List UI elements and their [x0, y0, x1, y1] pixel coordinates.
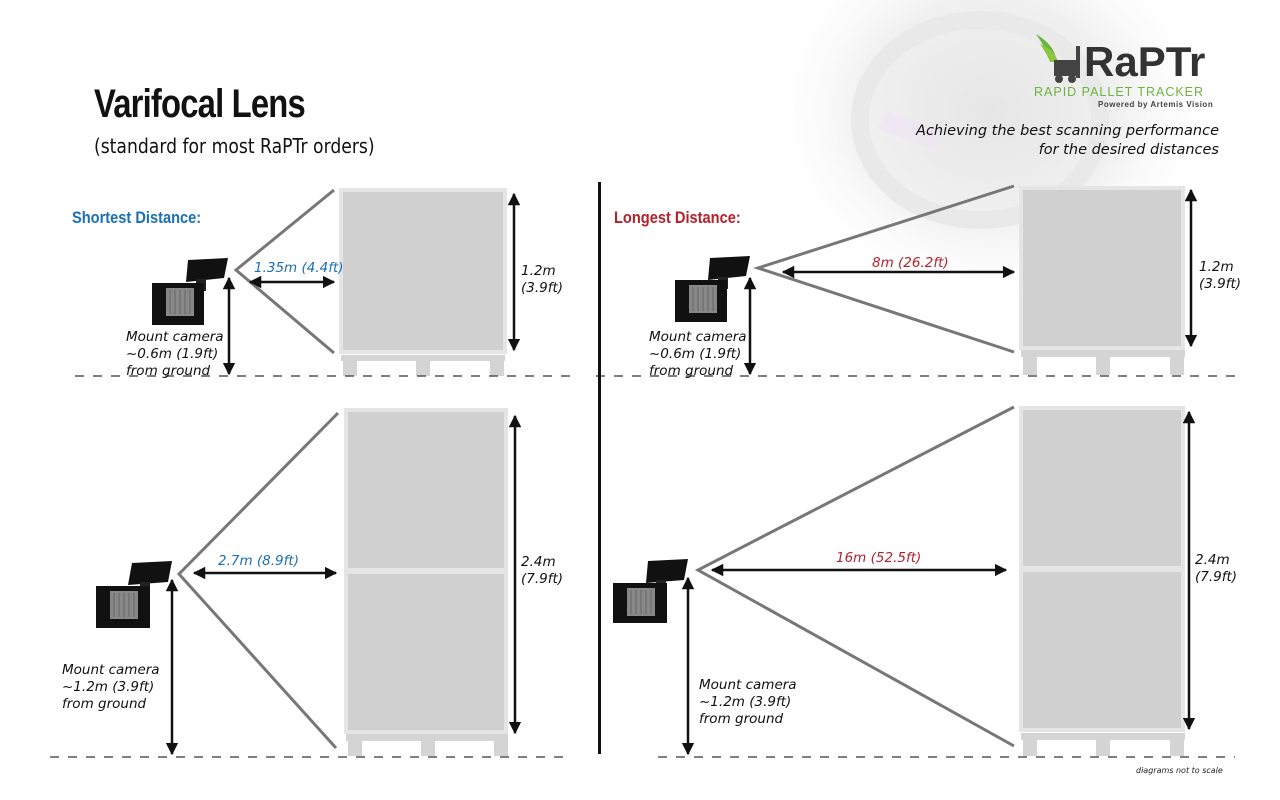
mount-line: ~1.2m (3.9ft) [699, 694, 792, 710]
pallet-box [1019, 186, 1185, 375]
shortest-distance-heading: Shortest Distance: [72, 208, 202, 227]
field-of-view-lines [694, 405, 1015, 748]
height-value-ft: (7.9ft) [1195, 569, 1238, 585]
mount-line: ~1.2m (3.9ft) [62, 679, 155, 695]
height-value: 1.2m [521, 263, 556, 279]
height-value-ft: (7.9ft) [521, 571, 564, 587]
mount-line: from ground [699, 711, 784, 727]
mount-line: ~0.6m (1.9ft) [649, 346, 742, 362]
distance-label: 8m (26.2ft) [872, 255, 949, 271]
distance-label: 16m (52.5ft) [836, 550, 922, 566]
height-value-ft: (3.9ft) [1199, 276, 1242, 292]
page-subtitle: (standard for most RaPTr orders) [94, 134, 375, 158]
height-label: 1.2m (3.9ft) [1199, 259, 1241, 293]
mount-label: Mount camera ~1.2m (3.9ft) from ground [62, 662, 160, 713]
lens-background-ring [851, 11, 1109, 229]
camera-icon [675, 256, 750, 322]
panel-short-top [75, 188, 570, 377]
logo-subtitle: RAPID PALLET TRACKER [1034, 85, 1205, 99]
height-value: 1.2m [1199, 259, 1234, 275]
mount-line: ~0.6m (1.9ft) [126, 346, 219, 362]
height-value: 2.4m [1195, 552, 1230, 568]
pallet-box [344, 408, 508, 756]
panel-long-bottom [613, 405, 1235, 758]
mount-line: Mount camera [699, 677, 797, 693]
mount-line: Mount camera [649, 329, 747, 345]
height-label: 2.4m (7.9ft) [1195, 552, 1237, 586]
camera-icon [613, 559, 688, 623]
pallet-box [339, 188, 507, 376]
distance-label: 1.35m (4.4ft) [254, 260, 344, 276]
panel-long-top [596, 184, 1235, 377]
height-label: 1.2m (3.9ft) [521, 263, 563, 297]
field-of-view-lines [753, 184, 1015, 354]
mount-line: Mount camera [62, 662, 160, 678]
page-title: Varifocal Lens [94, 82, 306, 126]
mount-line: from ground [649, 363, 734, 379]
distance-label: 2.7m (8.9ft) [218, 553, 299, 569]
mount-label: Mount camera ~0.6m (1.9ft) from ground [126, 329, 224, 380]
logo-name: RaPTr [1084, 38, 1206, 85]
forklift-logo-icon [1036, 34, 1080, 83]
logo-powered-by: Powered by Artemis Vision [1098, 100, 1214, 109]
height-value: 2.4m [521, 554, 556, 570]
mount-line: from ground [62, 696, 147, 712]
field-of-view-lines [176, 411, 340, 750]
mount-label: Mount camera ~1.2m (3.9ft) from ground [699, 677, 797, 728]
pallet-box [1019, 406, 1185, 756]
camera-icon [96, 561, 172, 628]
height-value-ft: (3.9ft) [521, 280, 564, 296]
mount-label: Mount camera ~0.6m (1.9ft) from ground [649, 329, 747, 380]
camera-icon [152, 258, 228, 325]
footnote: diagrams not to scale [1136, 766, 1223, 775]
column-divider [598, 182, 601, 754]
lens-reflection [878, 110, 942, 150]
panel-short-bottom [50, 408, 570, 758]
mount-line: from ground [126, 363, 211, 379]
height-label: 2.4m (7.9ft) [521, 554, 563, 588]
longest-distance-heading: Longest Distance: [614, 208, 741, 227]
field-of-view-lines [233, 188, 335, 355]
mount-line: Mount camera [126, 329, 224, 345]
tagline: Achieving the best scanning performance … [916, 123, 1219, 158]
